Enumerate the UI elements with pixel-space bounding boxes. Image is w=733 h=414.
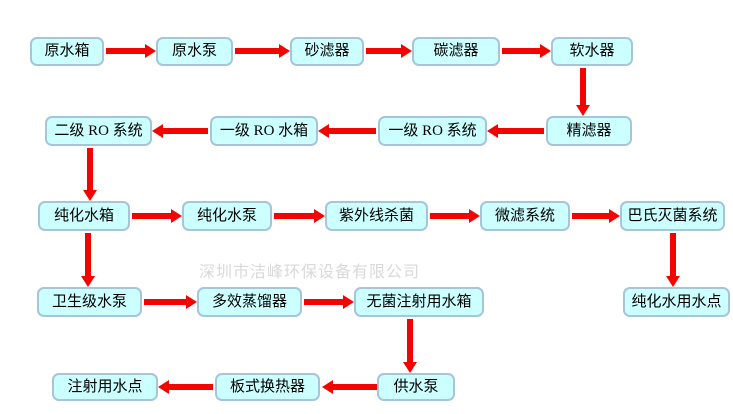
arrow-purified-water-tank-to-sanitary-grade-pump [85, 233, 91, 276]
arrow-sterile-injection-water-tank-to-supply-water-pump [407, 319, 413, 362]
node-purified-water-tank: 纯化水箱 [38, 201, 130, 231]
arrow-supply-water-pump-to-plate-heat-exchanger [333, 384, 377, 390]
node-first-stage-ro-tank: 一级 RO 水箱 [210, 116, 318, 146]
node-carbon-filter: 碳滤器 [412, 37, 500, 66]
arrow-plate-heat-exchanger-to-injection-water-use-point [169, 384, 213, 390]
company-watermark: 深圳市洁峰环保设备有限公司 [199, 264, 421, 281]
node-plate-heat-exchanger: 板式换热器 [215, 373, 320, 401]
node-uv-sterilizer: 紫外线杀菌 [325, 201, 428, 231]
node-purified-water-pump: 纯化水泵 [182, 201, 272, 231]
arrow-first-stage-ro-system-to-first-stage-ro-tank [329, 128, 376, 134]
node-microfiltration-system: 微滤系统 [480, 201, 570, 231]
arrow-multi-effect-distiller-to-sterile-injection-water-tank [304, 299, 343, 305]
arrow-purified-water-pump-to-uv-sterilizer [274, 213, 314, 219]
node-pasteurization-system: 巴氏灭菌系统 [620, 201, 725, 231]
node-water-softener: 软水器 [551, 37, 633, 66]
arrow-second-stage-ro-system-to-purified-water-tank [87, 148, 93, 190]
node-precision-filter: 精滤器 [546, 116, 632, 146]
node-purified-water-use-point: 纯化水用水点 [623, 287, 730, 317]
arrow-raw-water-tank-to-raw-water-pump [106, 48, 145, 54]
node-raw-water-tank: 原水箱 [30, 37, 104, 66]
arrow-purified-water-tank-to-purified-water-pump [132, 213, 171, 219]
arrow-first-stage-ro-tank-to-second-stage-ro-system [163, 128, 208, 134]
arrow-water-softener-to-precision-filter [580, 68, 586, 105]
arrow-raw-water-pump-to-sand-filter [235, 48, 279, 54]
arrow-sand-filter-to-carbon-filter [366, 48, 401, 54]
arrow-microfiltration-system-to-pasteurization-system [572, 213, 609, 219]
node-raw-water-pump: 原水泵 [156, 37, 233, 66]
arrow-precision-filter-to-first-stage-ro-system [498, 128, 544, 134]
arrow-carbon-filter-to-water-softener [502, 48, 540, 54]
arrow-sanitary-grade-pump-to-multi-effect-distiller [144, 299, 186, 305]
node-sanitary-grade-pump: 卫生级水泵 [37, 287, 142, 317]
arrow-pasteurization-system-to-purified-water-use-point [670, 233, 676, 276]
node-multi-effect-distiller: 多效蒸馏器 [197, 287, 302, 317]
arrow-uv-sterilizer-to-microfiltration-system [430, 213, 469, 219]
node-supply-water-pump: 供水泵 [377, 373, 455, 401]
node-injection-water-use-point: 注射用水点 [52, 373, 158, 401]
node-sterile-injection-water-tank: 无菌注射用水箱 [354, 287, 484, 317]
node-first-stage-ro-system: 一级 RO 系统 [378, 116, 487, 146]
node-second-stage-ro-system: 二级 RO 系统 [45, 116, 152, 146]
node-sand-filter: 砂滤器 [290, 37, 364, 66]
